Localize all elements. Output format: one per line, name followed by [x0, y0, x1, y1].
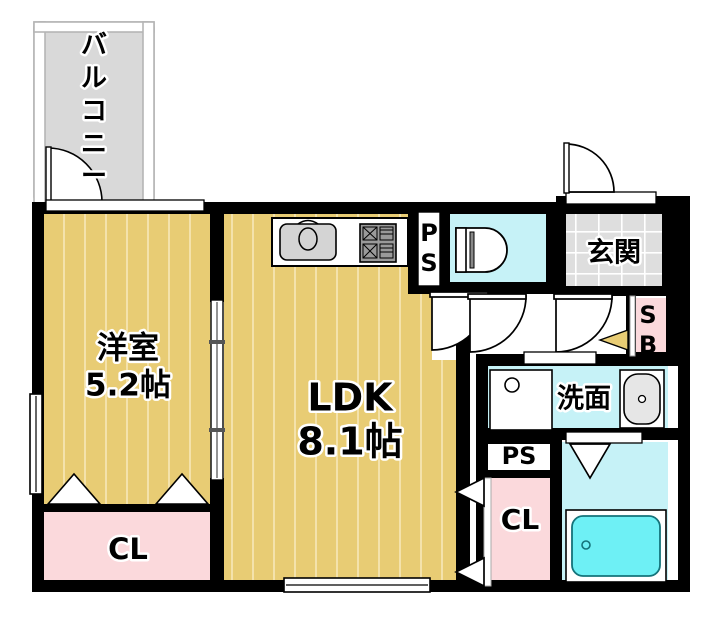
wall-entrance-bottom [556, 286, 678, 296]
ldk-closet-door-track [483, 477, 492, 587]
ldk-fittings: LDK 8.1帖 [283, 373, 431, 593]
toilet-seat-hinge [469, 231, 475, 269]
wall-ps-toilet [438, 208, 450, 294]
gas-stove-grates-icon [362, 226, 394, 259]
ldk-closet-label-c1: CL [501, 503, 540, 536]
bathroom-door-folding-icon [568, 443, 612, 480]
toilet-fixture [455, 227, 508, 273]
wall-entrance-right [662, 208, 678, 294]
ps-top-block: P S [417, 211, 441, 287]
western-closet-door-left-icon [46, 472, 102, 505]
wall-bathroom-left [550, 436, 562, 588]
bathtub-icon [571, 515, 661, 577]
balcony-label-char-4: ニ [81, 130, 107, 160]
entrance-front-door-opening [565, 191, 657, 205]
wall-washroom-left [476, 354, 488, 436]
wall-ps-lower-bottom [476, 470, 562, 478]
balcony-area: バ ル コ ニ ー [33, 21, 155, 205]
kitchen-counter [271, 217, 409, 267]
wall-ldk-right [456, 288, 470, 588]
ps-lower-label: PS [502, 442, 537, 470]
balcony-label-char-5: ー [81, 162, 107, 192]
kitchen-faucet-icon [298, 227, 318, 251]
bathtub-drain-icon [581, 540, 591, 550]
ps-top-char-1: P [420, 219, 438, 247]
sliding-door-stop-upper [209, 340, 225, 344]
vanity-drain-icon [637, 394, 647, 404]
ldk-label: LDK [307, 376, 394, 420]
ldk-hall-door-swing-icon [469, 295, 527, 353]
bathroom-door-opening [565, 431, 643, 444]
balcony-label-char-3: コ [81, 97, 107, 127]
western-closet-floor [40, 510, 216, 588]
washing-machine-space-icon [489, 369, 553, 431]
entrance-area: 玄関 S B [563, 142, 657, 359]
balcony-rail-left [33, 21, 46, 205]
wall-bedroom-ldk-upper [210, 202, 224, 302]
toilet-bowl-icon [455, 227, 508, 273]
ldk-closet-door-lower-icon [454, 556, 485, 588]
entrance-label: 玄関 [587, 237, 641, 269]
hallway-doors [429, 291, 629, 353]
western-room-fittings: 洋室 5.2帖 CL [29, 199, 225, 569]
balcony-label-char-1: バ [81, 31, 107, 61]
balcony-label-char-2: ル [81, 64, 107, 94]
shoe-box-door-line [629, 295, 636, 357]
walls [32, 196, 690, 592]
wall-shoe-box-right [666, 290, 678, 362]
entrance-floor [566, 214, 662, 290]
wall-entrance-left [556, 208, 566, 294]
bathroom-fixtures [565, 431, 667, 583]
entrance-step-icon [597, 329, 629, 351]
balcony-door-panel [45, 146, 52, 203]
wall-kitchen-ps [408, 208, 420, 294]
balcony-door-swing-icon [47, 147, 103, 203]
western-closet-label: CL [108, 532, 148, 566]
wall-ps-lower-top [476, 436, 562, 444]
entrance-front-door-swing-icon [565, 143, 615, 193]
washroom-label: 洗面 [557, 384, 611, 415]
shoe-box-floor [634, 298, 668, 358]
ps-top-box [417, 211, 441, 287]
ldk-closet-door-upper-icon [454, 476, 485, 508]
washroom-fixtures: 洗面 [489, 351, 665, 431]
washing-machine-drain-icon [504, 377, 520, 393]
bedroom-balcony-opening [45, 199, 205, 212]
western-room-label: 洋室 [97, 331, 159, 367]
ldk-hall-door-panel [467, 293, 527, 300]
wall-toilet-right [546, 208, 558, 294]
wall-bedroom-ldk-lower [210, 478, 224, 592]
washroom-door-opening [523, 351, 597, 365]
shoe-box-char-2: B [639, 331, 657, 359]
western-room-floor [40, 210, 216, 510]
wall-exterior-right [678, 202, 690, 592]
shoe-box-char-1: S [639, 301, 656, 329]
ps-top-char-2: S [420, 249, 437, 277]
ldk-closet-floor [486, 478, 554, 588]
entrance-front-door-panel [563, 142, 570, 194]
kitchen-sink-rim [297, 219, 319, 225]
sliding-door-stop-lower [209, 428, 225, 432]
western-room-size-label: 5.2帖 [85, 368, 171, 404]
entrance-hall-door-panel [553, 293, 613, 300]
wall-western-closet-top [44, 504, 210, 512]
wall-toilet-bottom-right [494, 282, 558, 294]
ldk-storage: PS CL [454, 442, 542, 588]
western-closet-door-right-icon [154, 472, 210, 505]
ldk-size-label: 8.1帖 [297, 420, 402, 464]
balcony-rail-right [142, 21, 155, 205]
toilet-tank-icon [455, 227, 467, 273]
